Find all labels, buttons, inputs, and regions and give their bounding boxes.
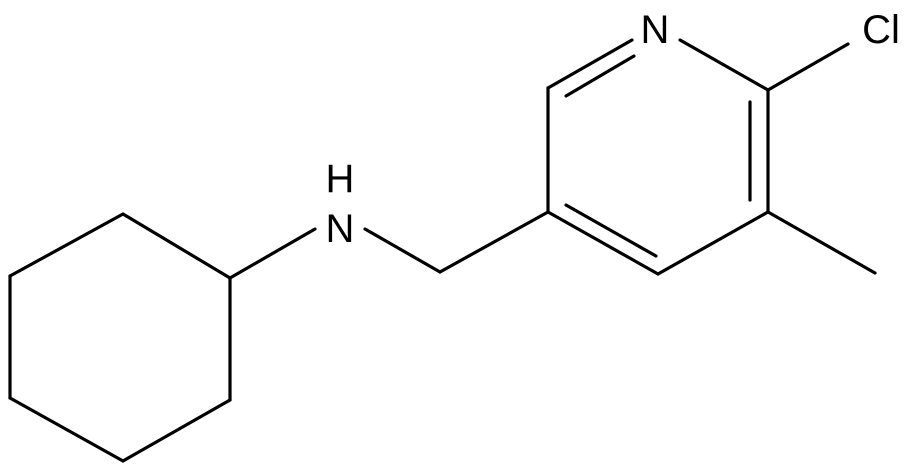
- pyridine-ring: [546, 38, 770, 276]
- bond-cy-1: [121, 212, 232, 280]
- bond-py-n1-c6: [678, 38, 770, 92]
- bond-py-c4-c3-inner: [564, 203, 658, 258]
- bond-cy-4: [8, 396, 125, 463]
- bond-py-c2-n1-inner: [564, 54, 636, 98]
- amine-hydrogen-label: H: [326, 157, 355, 201]
- bond-c6-cl: [766, 42, 850, 92]
- bond-n-ch2: [363, 227, 442, 274]
- bond-cy-n: [228, 227, 317, 280]
- amine-nitrogen-label: N: [326, 207, 355, 251]
- chlorine-label: Cl: [862, 8, 900, 52]
- bond-py-c2-n1: [546, 38, 634, 90]
- bond-ch2-ring: [438, 210, 550, 274]
- bond-py-c5-c4: [656, 210, 770, 276]
- bond-py-c4-c3: [546, 210, 660, 276]
- bond-cy-2: [8, 212, 125, 278]
- cyclohexane-ring: [8, 212, 232, 463]
- bond-c5-methyl: [766, 210, 877, 275]
- bond-cy-5: [121, 398, 232, 463]
- pyridine-nitrogen-label: N: [641, 8, 670, 52]
